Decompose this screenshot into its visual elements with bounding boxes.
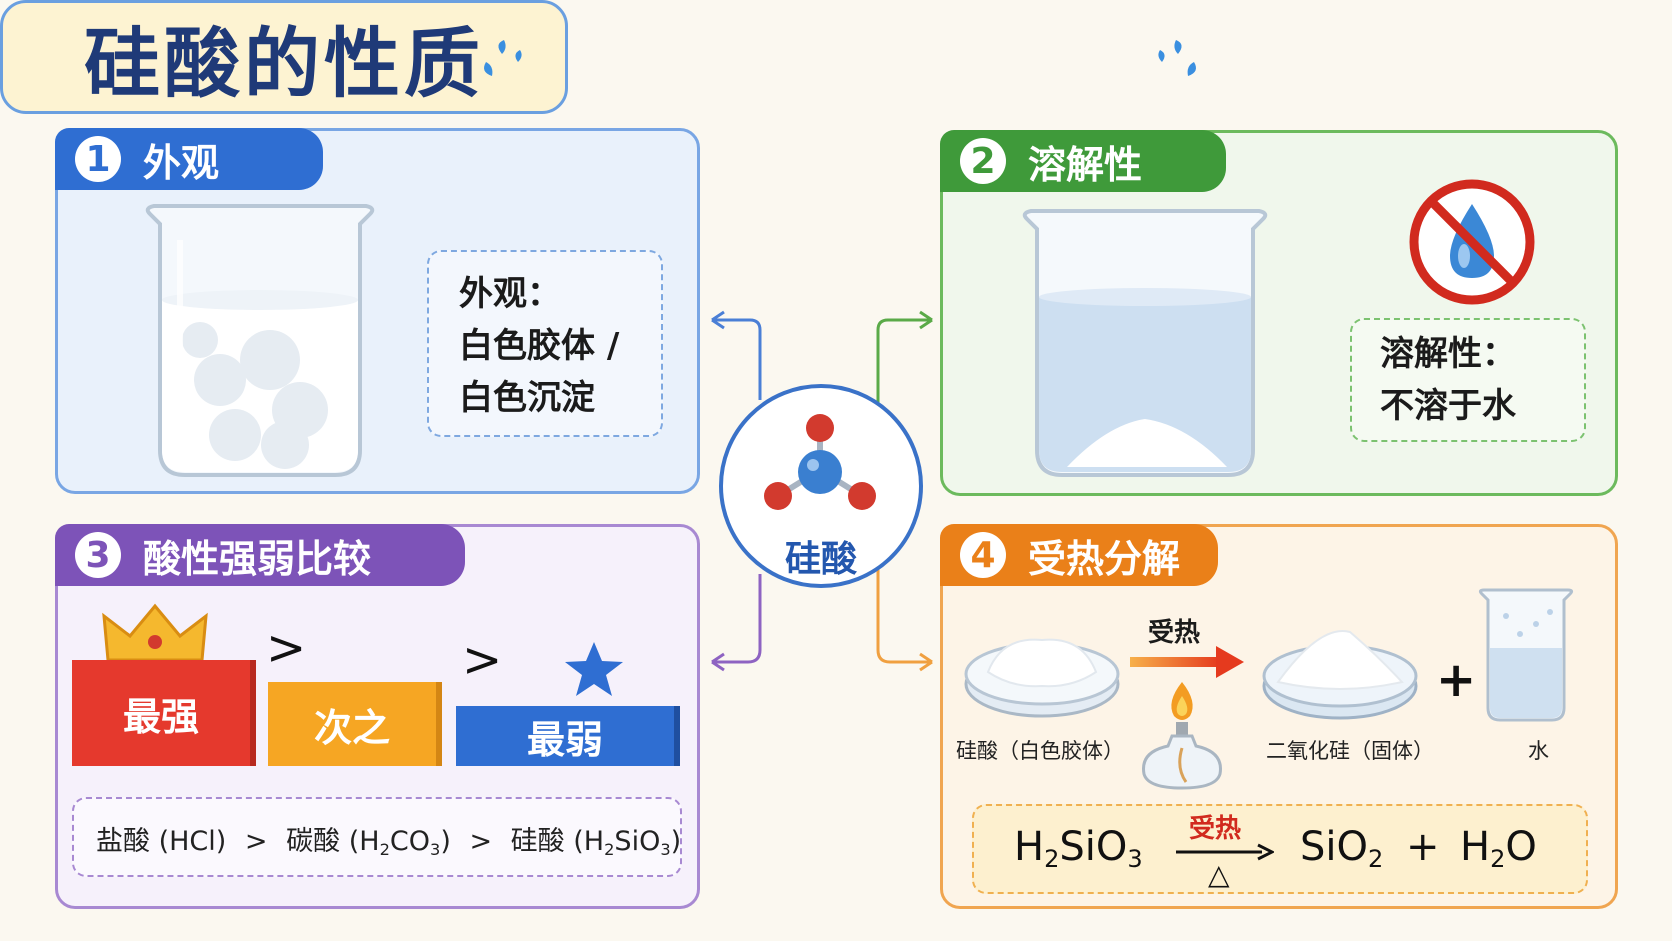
title-banner: 硅酸的性质: [0, 0, 568, 114]
equation-arrow: [1176, 843, 1274, 861]
section-header-decomposition: 4 受热分解: [940, 524, 1218, 586]
acid-carbonic-name: 碳酸: [286, 826, 341, 857]
acid-hcl: 盐酸 (HCl): [96, 826, 227, 857]
star-icon: [565, 642, 623, 696]
center-label: 硅酸: [784, 539, 857, 580]
label-water: 水: [1528, 739, 1549, 763]
splash-left-icon: [484, 40, 522, 76]
plus-sign: +: [1436, 652, 1477, 708]
appearance-value-2: 白色沉淀: [459, 378, 595, 418]
petri-dish-icon: [964, 638, 1120, 718]
beaker-icon: [1022, 209, 1268, 477]
equation-plus: +: [1406, 824, 1440, 870]
section-number: 2: [960, 138, 1006, 184]
section-number: 1: [75, 136, 121, 182]
decomposition-equation-box: H2SiO3 受热 △ SiO2 + H2O: [972, 804, 1588, 894]
section-title: 溶解性: [1028, 142, 1143, 187]
section-header-acidity: 3 酸性强弱比较: [55, 524, 465, 586]
appearance-value-1: 白色胶体 /: [459, 326, 620, 366]
appearance-label: 外观：: [459, 274, 561, 314]
section-title: 酸性强弱比较: [143, 536, 372, 581]
equation-condition-bottom: △: [1208, 858, 1230, 891]
label-silicon-dioxide: 二氧化硅（固体）: [1266, 739, 1434, 763]
comparison-gt: >: [469, 826, 493, 857]
section-header-solubility: 2 溶解性: [940, 130, 1226, 192]
heat-label: 受热: [1148, 618, 1201, 648]
crown-icon: [102, 603, 208, 662]
acid-silicic-formula: H2SiO3: [583, 826, 671, 859]
page-title: 硅酸的性质: [84, 19, 484, 108]
acid-carbonic-formula: H2CO3: [359, 826, 441, 859]
heat-arrow: [1130, 646, 1244, 678]
appearance-info-box: 外观： 白色胶体 / 白色沉淀: [427, 250, 663, 437]
section-header-appearance: 1 外观: [55, 128, 323, 190]
greater-than-1: >: [266, 620, 307, 676]
section-title: 受热分解: [1028, 536, 1181, 581]
section-number: 4: [960, 532, 1006, 578]
solubility-value: 不溶于水: [1380, 386, 1516, 426]
alcohol-lamp-icon: [1142, 682, 1222, 790]
equation-product-1: SiO2: [1300, 824, 1384, 874]
section-title: 外观: [143, 140, 220, 185]
solubility-info-box: 溶解性： 不溶于水: [1350, 318, 1586, 442]
beaker-icon: [1478, 588, 1574, 722]
molecule-icon: [764, 414, 876, 510]
splash-right-icon: [1158, 40, 1196, 76]
no-water-symbol: [1409, 179, 1535, 305]
equation-product-2: H2O: [1460, 824, 1537, 874]
acid-bar-weakest: 最弱: [456, 706, 680, 766]
comparison-gt: >: [244, 826, 268, 857]
beaker-icon: [145, 204, 375, 477]
greater-than-2: >: [462, 632, 503, 688]
acid-bar-strongest: 最强: [72, 660, 256, 766]
section-number: 3: [75, 532, 121, 578]
acid-bar-middle: 次之: [268, 682, 442, 766]
solubility-label: 溶解性：: [1380, 334, 1516, 374]
acidity-comparison-box: 盐酸 (HCl) > 碳酸 (H2CO3) > 硅酸 (H2SiO3): [72, 797, 682, 877]
petri-dish-icon: [1262, 630, 1418, 720]
equation-reactant: H2SiO3: [1014, 824, 1143, 874]
acid-silicic-name: 硅酸: [510, 826, 565, 857]
label-silicic-acid: 硅酸（白色胶体）: [956, 739, 1124, 763]
no-symbol-icon: [1428, 198, 1516, 286]
equation-condition-top: 受热: [1189, 814, 1242, 844]
